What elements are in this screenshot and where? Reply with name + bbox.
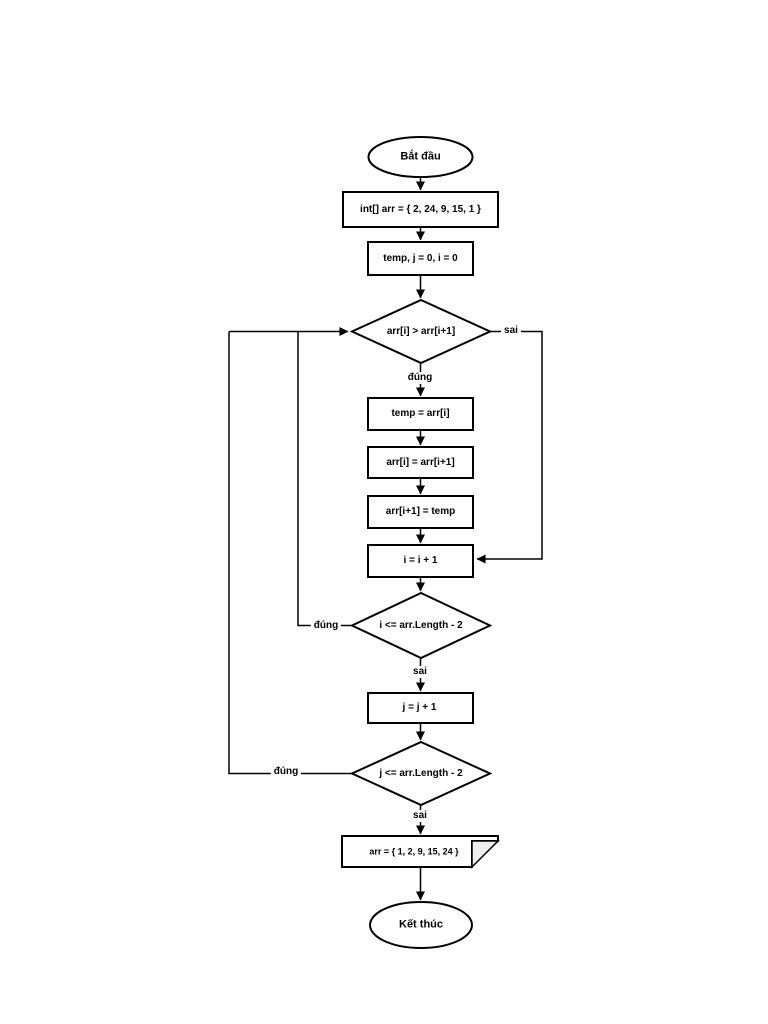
check-j-decision-shape bbox=[349, 740, 493, 807]
check-i-decision-shape bbox=[349, 591, 493, 660]
compare-decision-shape bbox=[349, 298, 493, 365]
init-vars-label: temp, j = 0, i = 0 bbox=[383, 252, 458, 264]
inc-i-process-shape bbox=[367, 544, 474, 578]
assign-temp-process-shape bbox=[367, 397, 474, 431]
start-terminator-shape bbox=[367, 136, 474, 178]
inc-j-process-shape bbox=[367, 692, 474, 724]
edge-label-check-i-false: sai bbox=[410, 666, 430, 678]
swap-second-process-shape bbox=[367, 495, 474, 529]
assign-temp-label: temp = arr[i] bbox=[391, 408, 450, 419]
swap-first-label: arr[i] = arr[i+1] bbox=[386, 456, 455, 468]
inc-i-label: i = i + 1 bbox=[403, 555, 438, 566]
init-array-process-shape bbox=[342, 191, 499, 228]
edge-label-compare-false: sai bbox=[501, 325, 521, 337]
init-vars-process-shape bbox=[367, 241, 474, 276]
edge-check-j-true-loop bbox=[228, 331, 352, 775]
swap-second-label: arr[i+1] = temp bbox=[385, 506, 456, 517]
edge-label-compare-true: đúng bbox=[404, 372, 436, 384]
edges bbox=[228, 177, 543, 901]
check-j-label: j <= arr.Length - 2 bbox=[379, 767, 463, 779]
edge-label-check-i-true: đúng bbox=[310, 620, 342, 632]
edge-label-check-j-true: đúng bbox=[270, 766, 302, 778]
edge-check-i-true-loop bbox=[297, 331, 352, 627]
edge-label-check-j-false: sai bbox=[410, 810, 430, 822]
end-label: Kết thúc bbox=[399, 918, 443, 931]
inc-j-label: j = j + 1 bbox=[402, 702, 437, 713]
edge-compare-false-loop bbox=[476, 330, 543, 564]
check-i-label: i <= arr.Length - 2 bbox=[379, 619, 463, 631]
end-terminator-shape bbox=[369, 901, 473, 949]
init-array-label: int[] arr = { 2, 24, 9, 15, 1 } bbox=[360, 203, 481, 215]
compare-label: arr[i] > arr[i+1] bbox=[386, 325, 456, 337]
output-document-folded-corner bbox=[471, 840, 500, 869]
swap-first-process-shape bbox=[367, 446, 474, 479]
start-label: Bắt đầu bbox=[400, 150, 441, 163]
output-label: arr = { 1, 2, 9, 15, 24 } bbox=[369, 846, 459, 857]
nodes bbox=[341, 136, 500, 949]
